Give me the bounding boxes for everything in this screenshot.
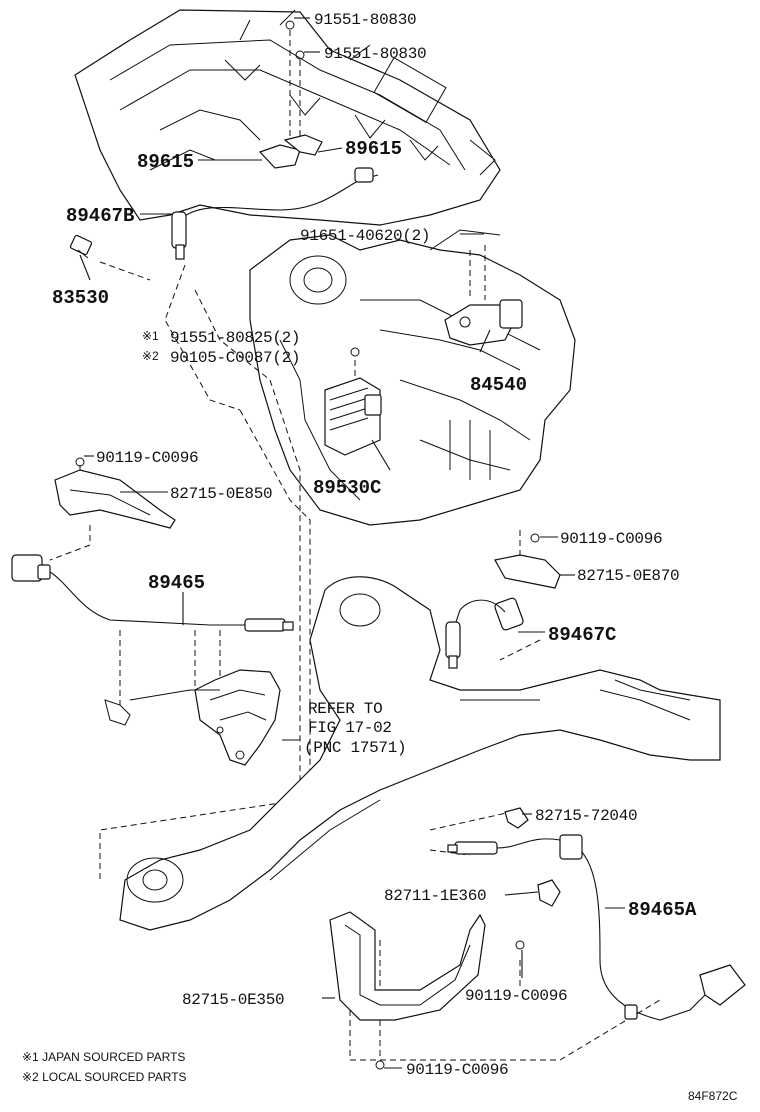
footnote-japan-sourced: ※1 JAPAN SOURCED PARTS xyxy=(22,1050,185,1064)
label-bolt-lower-90119-c0096: 90119-C0096 xyxy=(465,987,567,1005)
bracket-82715-0e870-part xyxy=(494,533,561,589)
label-bracket-82715-0e870: 82715-0E870 xyxy=(577,567,679,585)
leader-lines xyxy=(79,17,625,1069)
bracket-82715-0e850-part xyxy=(54,457,176,529)
label-switch-83530: 83530 xyxy=(52,287,109,309)
label-bolt-right-90119-c0096: 90119-C0096 xyxy=(560,530,662,548)
label-sensor-89467c: 89467C xyxy=(548,624,616,646)
label-bolt-90105-c0087: 90105-C0087(2) xyxy=(170,349,300,367)
oil-pressure-switch-83530-part xyxy=(69,234,93,259)
label-switch-84540: 84540 xyxy=(470,374,527,396)
label-mark-1: ※1 xyxy=(142,329,159,343)
label-ecu-89530c: 89530C xyxy=(313,477,381,499)
label-bolt-91651-40620: 91651-40620(2) xyxy=(300,227,430,245)
label-clamp-82711-1e360: 82711-1E360 xyxy=(384,887,486,905)
oxygen-sensor-89465-part xyxy=(11,554,294,726)
oxygen-sensor-89465a-part xyxy=(447,834,746,1021)
oxygen-sensor-89467c-part xyxy=(445,597,524,669)
label-mark-2: ※2 xyxy=(142,349,159,363)
figure-code: 84F872C xyxy=(688,1089,738,1103)
heat-insulator-illustration xyxy=(194,669,281,766)
label-sensor-89465a: 89465A xyxy=(628,899,697,921)
clamp-82715-72040-part xyxy=(504,807,529,829)
label-sensor-89467b: 89467B xyxy=(66,205,134,227)
bracket-82715-0e350-part xyxy=(329,911,525,1070)
label-bolt-bottom-90119-c0096: 90119-C0096 xyxy=(406,1061,508,1079)
oxygen-sensor-89467b-part xyxy=(171,167,379,260)
exhaust-pipe-illustration xyxy=(119,576,721,931)
bracket-89615-part xyxy=(258,20,323,169)
control-unit-89530c-part xyxy=(324,347,382,456)
label-refer-fig: FIG 17-02 xyxy=(308,719,392,737)
label-refer-to: REFER TO xyxy=(308,700,382,718)
label-sensor-89465: 89465 xyxy=(148,572,205,594)
neutral-start-switch-84540-part xyxy=(444,299,523,346)
label-bolt-top-2: 91551-80830 xyxy=(324,45,426,63)
engine-block-illustration xyxy=(74,9,501,226)
label-bolt-left-90119-c0096: 90119-C0096 xyxy=(96,449,198,467)
clamp-82711-1e360-part xyxy=(537,879,561,907)
footnote-local-sourced: ※2 LOCAL SOURCED PARTS xyxy=(22,1070,187,1084)
label-bracket-82715-0e350: 82715-0E350 xyxy=(182,991,284,1009)
label-bolt-top-1: 91551-80830 xyxy=(314,11,416,29)
label-bracket-89615-right: 89615 xyxy=(345,138,402,160)
label-clamp-82715-72040: 82715-72040 xyxy=(535,807,637,825)
label-bracket-82715-0e850: 82715-0E850 xyxy=(170,485,272,503)
label-refer-pnc: (PNC 17571) xyxy=(304,739,406,757)
label-bolt-91551-80825: 91551-80825(2) xyxy=(170,329,300,347)
label-bracket-89615-left: 89615 xyxy=(137,151,194,173)
